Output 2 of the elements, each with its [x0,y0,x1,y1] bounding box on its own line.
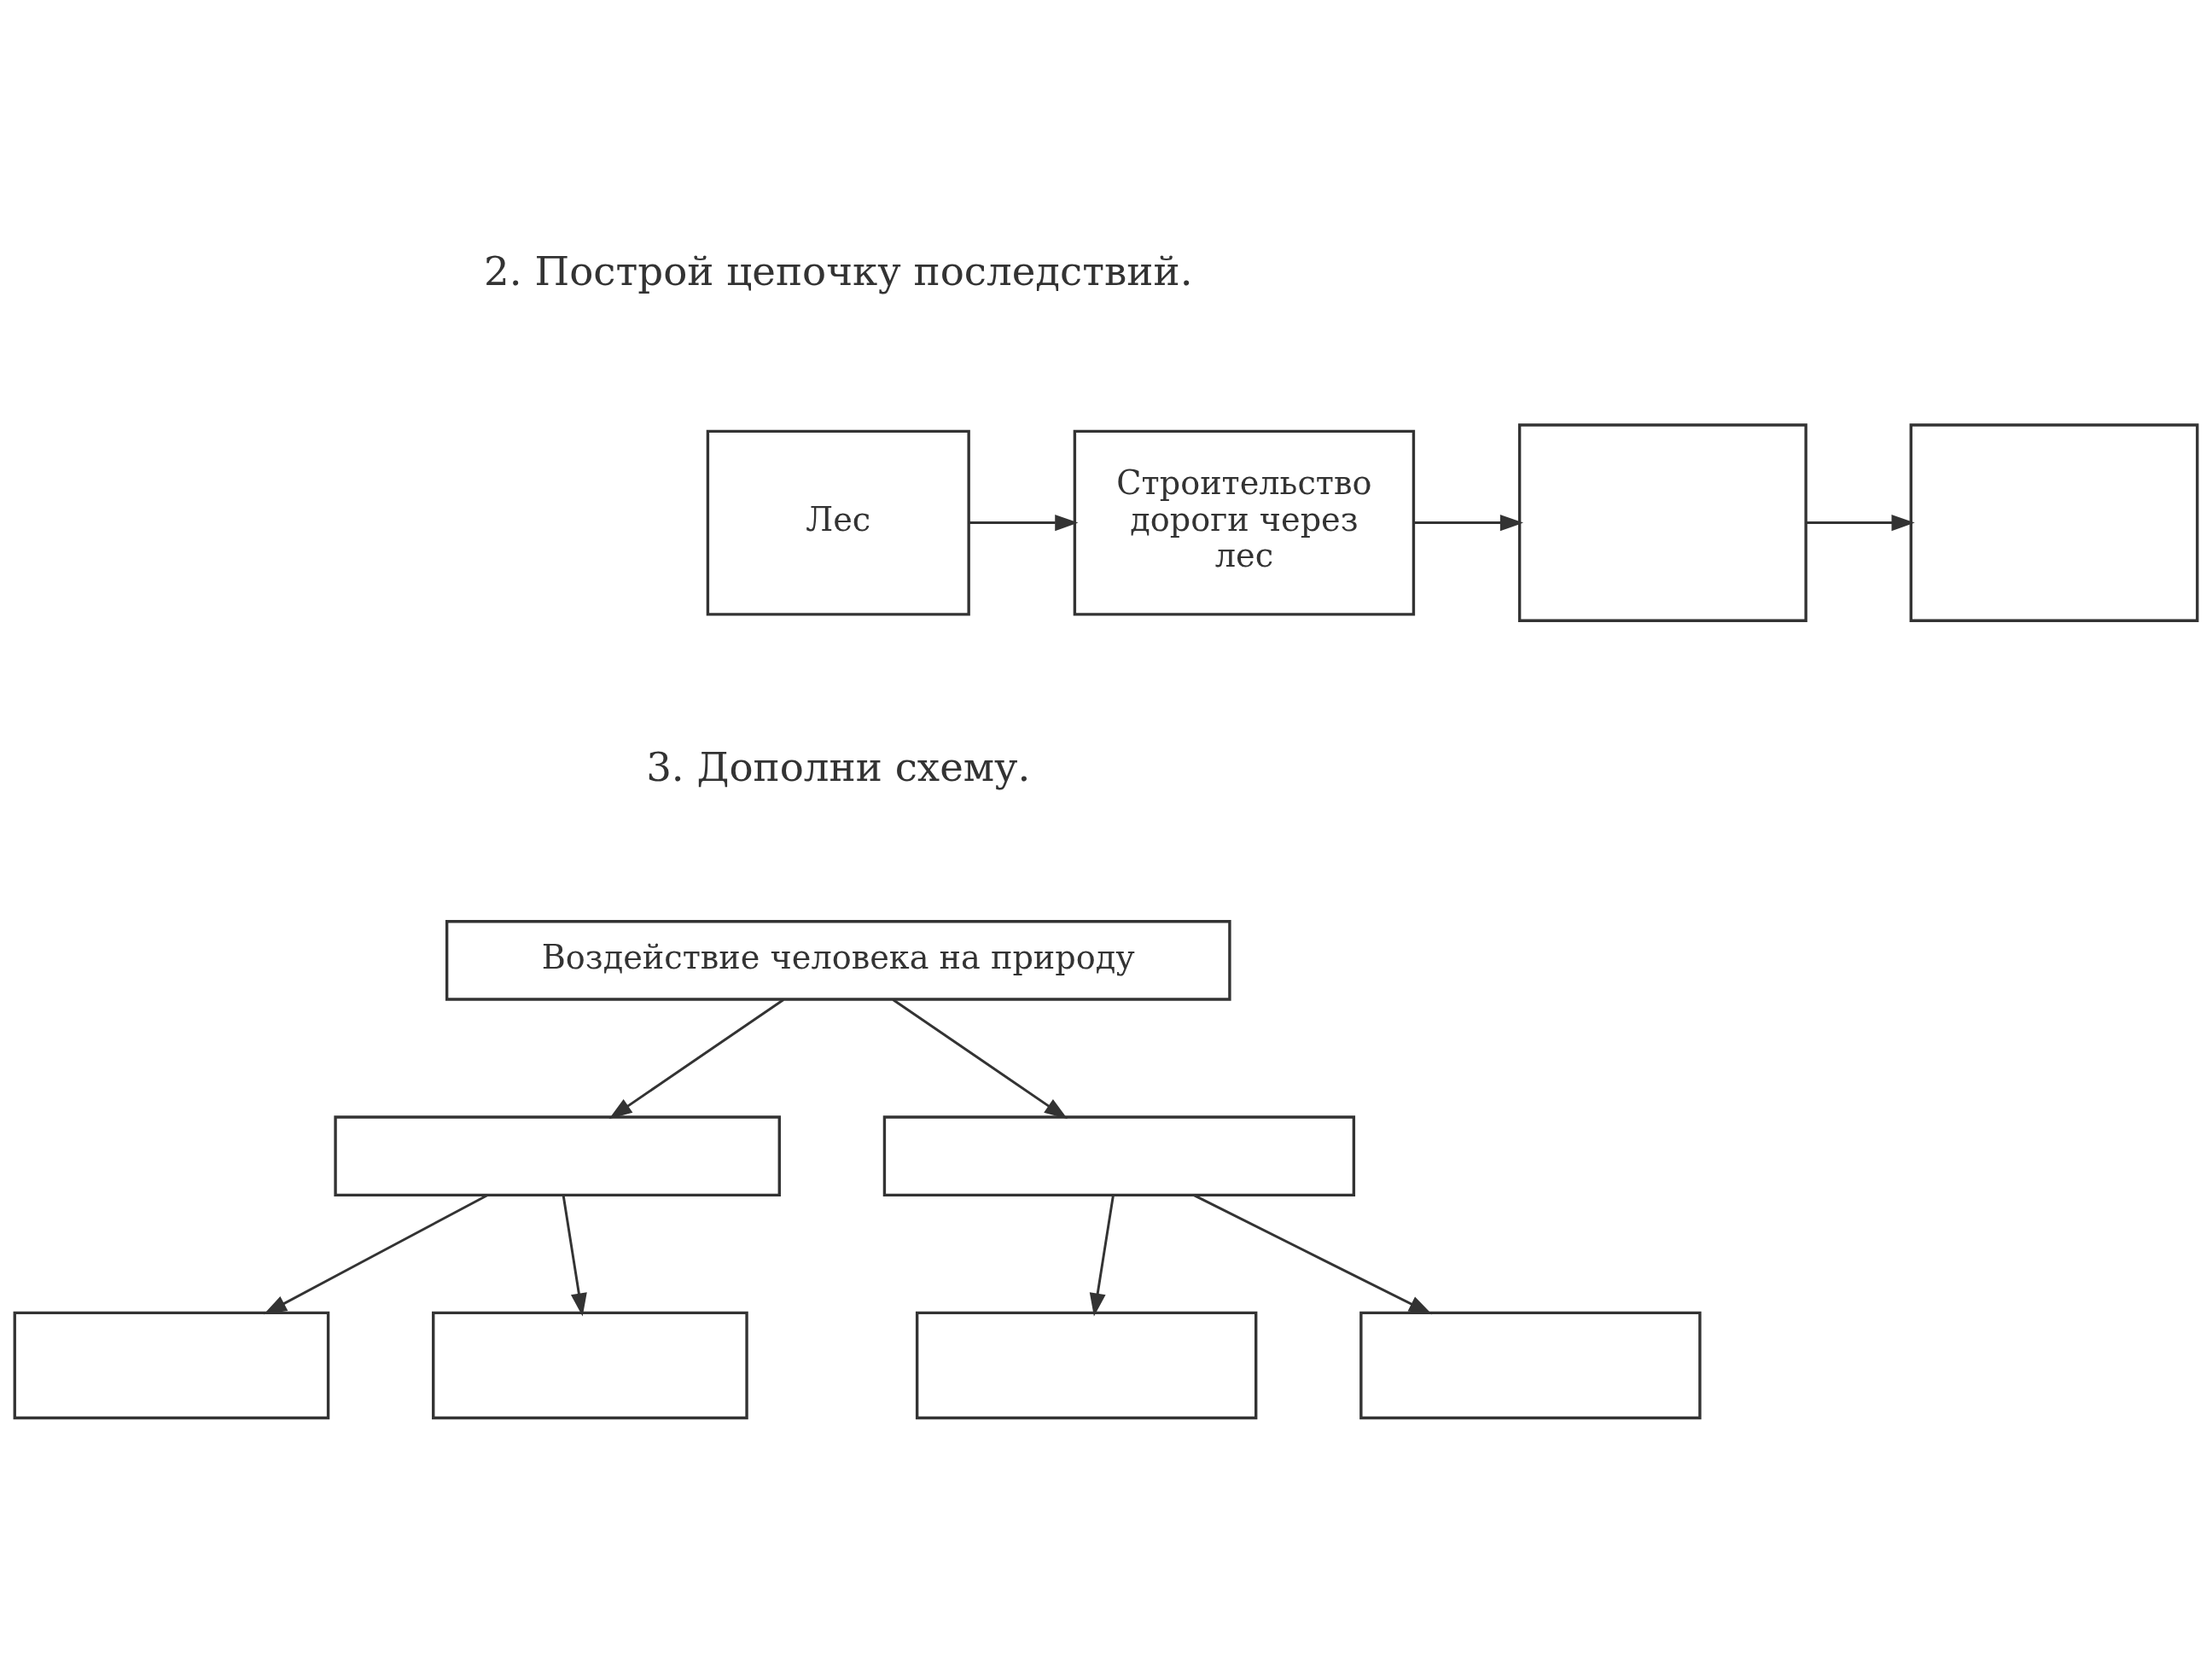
label: 3. Дополни схему. [646,743,1031,790]
label: 2. Построй цепочку последствий. [484,247,1193,294]
